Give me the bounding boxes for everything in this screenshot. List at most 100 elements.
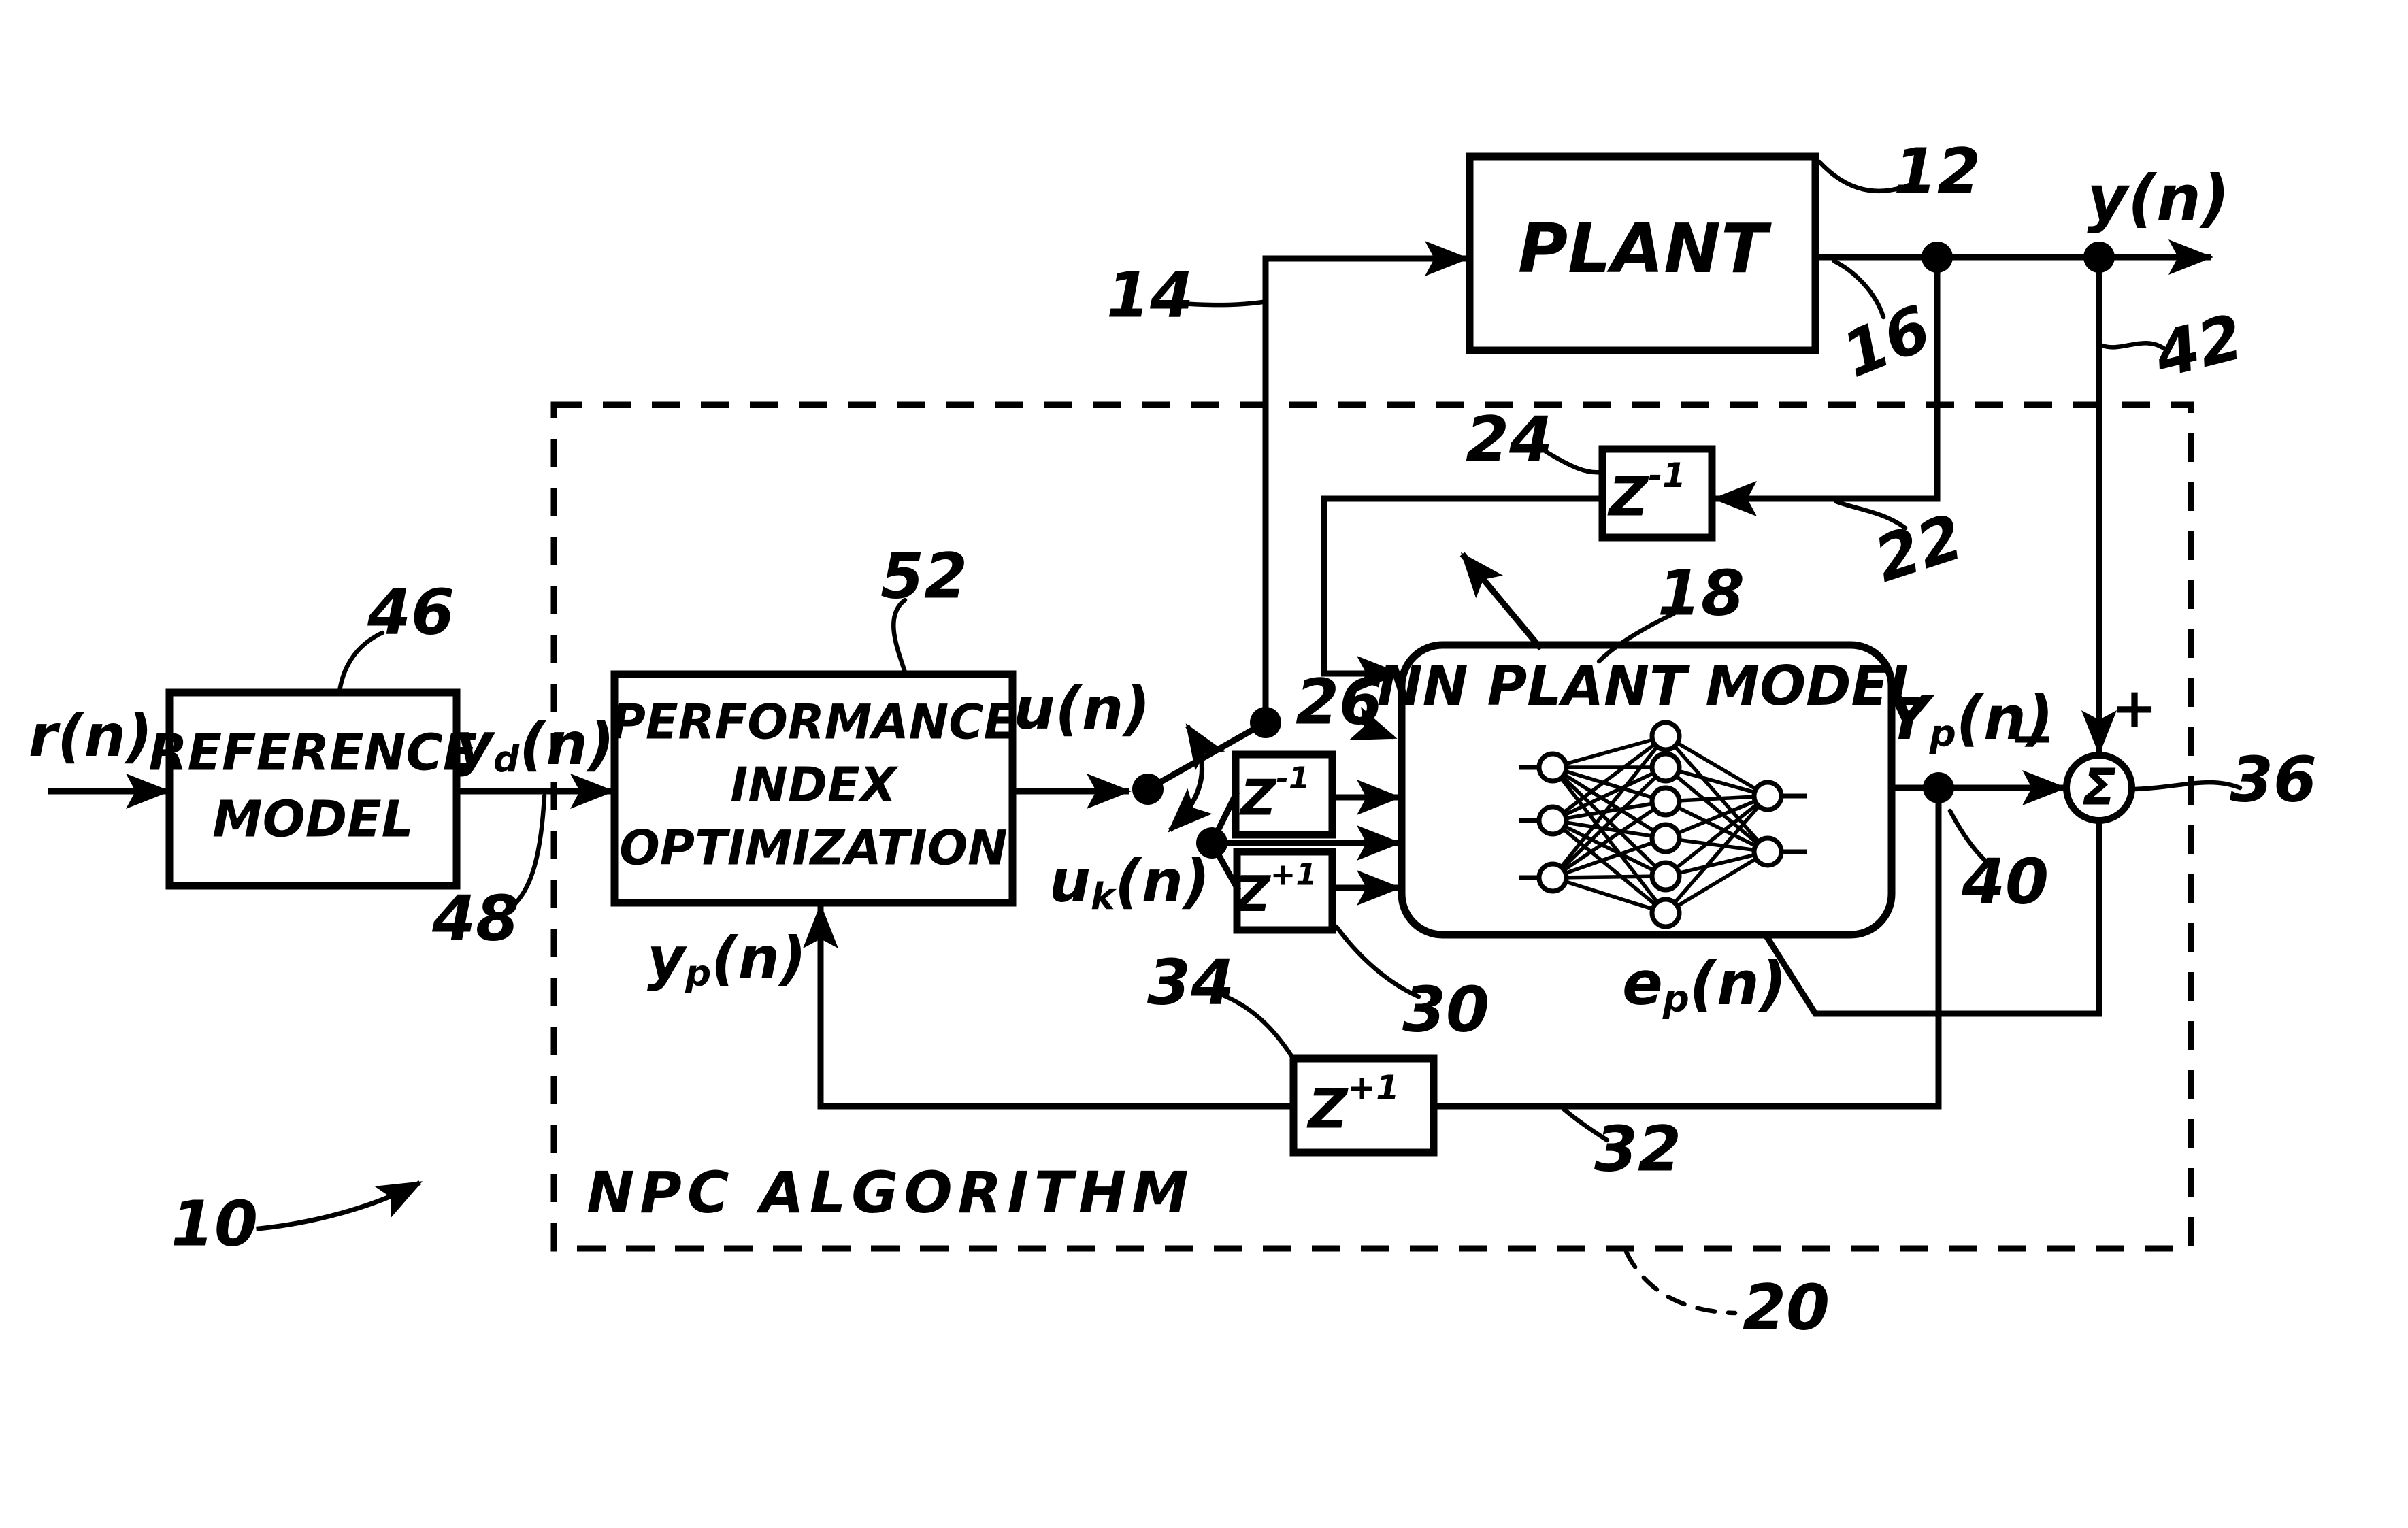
performance-index-optimization-box: [610, 670, 1017, 907]
function-blocks: [165, 152, 1819, 1157]
label-10-arrow: [256, 1180, 423, 1231]
junction-switch-input: [1132, 774, 1164, 805]
uk-n-label: uk(n): [1049, 848, 1210, 917]
plant-input-line-14: [1262, 241, 1470, 726]
nn-connection: [1551, 734, 1667, 823]
nn-connection: [1551, 735, 1668, 879]
ref-numeral-10: 10: [171, 1187, 258, 1260]
nn-connection: [1551, 818, 1667, 878]
nn-hidden-neuron: [1649, 720, 1682, 752]
junction-uk: [1196, 827, 1227, 859]
npc-algorithm-dashed-box: [550, 401, 2194, 1252]
yp-feedback-down-line: [1432, 784, 1942, 1110]
nn-connection: [1551, 765, 1667, 840]
leader-30: [1334, 924, 1421, 999]
junction-dots: [1132, 242, 2115, 859]
leader-34: [1219, 992, 1294, 1059]
nn-training-arrow: [1459, 552, 1544, 651]
nn-connection: [1552, 874, 1666, 880]
leader-12: [1817, 159, 1912, 193]
labels: NPC ALGORITHMPLANTREFERENCEMODELPERFORMA…: [29, 135, 2317, 1344]
nn-hidden-neuron: [1649, 897, 1682, 929]
ep-n-label: ep(n): [1622, 948, 1787, 1020]
nn-connection: [1664, 734, 1769, 798]
ref-numeral-34: 34: [1147, 946, 1234, 1018]
sum-junction-circle: [2063, 752, 2135, 824]
nn-connection: [1551, 766, 1667, 879]
leader-22: [1833, 499, 1908, 531]
leader-40: [1947, 808, 1993, 868]
nn-plant-model-box: [1398, 641, 1896, 939]
ref-numeral-14: 14: [1106, 259, 1193, 331]
nn-connection: [1664, 799, 1769, 854]
nn-input-neuron: [1536, 804, 1569, 837]
ref-numeral-46: 46: [367, 576, 455, 648]
performance-index-optimization-label: PERFORMANCE: [611, 695, 1017, 750]
nn-hidden-neuron: [1649, 751, 1682, 784]
ref-numeral-30: 30: [1402, 973, 1489, 1046]
junction-yp-output: [1923, 772, 1954, 803]
u-n-label: u(n): [1013, 675, 1150, 743]
npc-algorithm-boundary: [550, 401, 2194, 1252]
ref-numeral-12: 12: [1894, 135, 1981, 207]
summing-junction: Σ+−: [2009, 676, 2158, 824]
nn-hidden-neuron: [1649, 860, 1682, 893]
npc-algorithm-label: NPC ALGORITHM: [587, 1159, 1194, 1226]
nn-connection: [1552, 836, 1666, 880]
nn-output-neuron: [1751, 780, 1784, 812]
nn-input-neuron: [1536, 861, 1569, 894]
ref-numeral-18: 18: [1657, 557, 1745, 629]
plant-label: PLANT: [1518, 209, 1772, 288]
nn-connection: [1552, 765, 1666, 803]
delay-24-loop-line: [1321, 495, 1606, 691]
plant-box: [1466, 152, 1819, 354]
leader-32: [1561, 1106, 1610, 1143]
nn-connection: [1551, 765, 1667, 823]
nn-input-neuron: [1536, 751, 1569, 784]
leader-24: [1543, 449, 1604, 475]
ref-numeral-40: 40: [1961, 845, 2049, 918]
performance-index-optimization-label: INDEX: [730, 757, 899, 813]
unit-advance-34-box: [1289, 1054, 1438, 1157]
nn-connection: [1551, 818, 1667, 915]
unit-delay-28-box: [1232, 750, 1336, 839]
nn-connection: [1664, 850, 1769, 915]
ref-numeral-32: 32: [1594, 1112, 1681, 1185]
nn-connection: [1552, 876, 1666, 915]
y-n-label: y(n): [2087, 162, 2230, 235]
nn-connection: [1664, 795, 1770, 914]
junction-plant-output-b: [2083, 242, 2115, 273]
nn-hidden-neuron: [1649, 785, 1682, 818]
nn-connection: [1664, 794, 1769, 878]
nn-plant-model-block: [1398, 641, 1896, 939]
nn-hidden-neuron: [1649, 822, 1682, 854]
unit-delay-24-box: [1598, 445, 1716, 542]
leader-52: [891, 597, 908, 675]
unit-delay-24-label: Z-1: [1607, 455, 1686, 528]
nn-connection: [1664, 735, 1770, 853]
unit-advance-30-label: Z+1: [1234, 857, 1317, 923]
nn-connection: [1664, 794, 1769, 840]
yd-n-label: yd(n): [455, 710, 614, 780]
junction-plant-output-a: [1922, 242, 1953, 273]
leader-20: [1623, 1249, 1738, 1316]
r-n-label: r(n): [29, 702, 152, 770]
leader-48: [502, 793, 547, 914]
nn-connection: [1552, 799, 1666, 823]
leader-36: [2131, 780, 2243, 792]
ref-numeral-16: 16: [1832, 292, 1941, 392]
leader-14: [1178, 299, 1266, 308]
sigma-symbol: Σ: [2082, 759, 2117, 817]
performance-index-optimization-label: OPTIMIZATION: [619, 820, 1007, 876]
leader-16: [1832, 259, 1886, 320]
signal-lines: [48, 239, 2213, 1231]
plus-sign: +: [2111, 676, 2157, 740]
junction-switch-upper: [1250, 707, 1281, 738]
ref-numeral-42: 42: [2147, 301, 2249, 393]
reference-model-box: [165, 688, 461, 890]
reference-model-label: MODEL: [212, 790, 414, 848]
nn-connection: [1665, 794, 1768, 803]
leader-18: [1596, 611, 1677, 664]
